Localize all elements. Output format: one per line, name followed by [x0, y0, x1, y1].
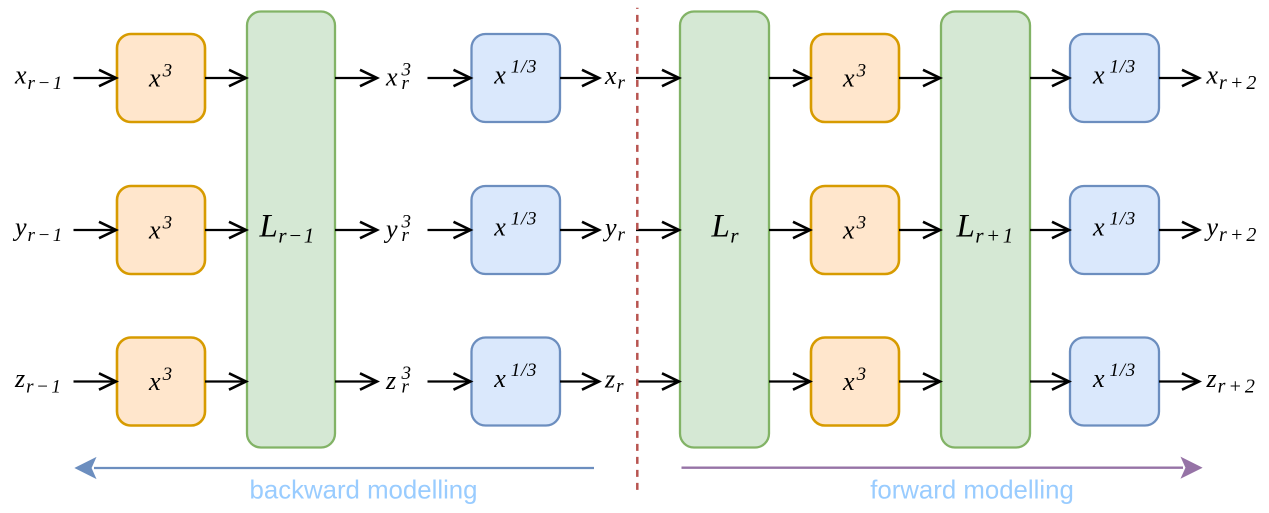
svg-text:Lr: Lr — [711, 209, 740, 248]
svg-text:zr−1: zr−1 — [14, 364, 63, 398]
svg-text:xr: xr — [604, 61, 626, 94]
svg-text:3: 3 — [162, 212, 173, 233]
svg-text:xr+2: xr+2 — [1206, 61, 1260, 95]
svg-text:x: x — [493, 60, 506, 89]
svg-text:y: y — [383, 215, 398, 244]
svg-text:x: x — [1092, 60, 1105, 89]
svg-text:backward modelling: backward modelling — [250, 477, 478, 505]
svg-text:x: x — [493, 364, 506, 393]
svg-text:x: x — [842, 367, 855, 396]
svg-text:z: z — [385, 366, 396, 395]
svg-text:r: r — [402, 225, 410, 246]
svg-text:x: x — [148, 216, 161, 245]
svg-text:1/3: 1/3 — [511, 57, 538, 78]
svg-text:3: 3 — [401, 363, 412, 384]
svg-text:Lr−1: Lr−1 — [259, 209, 316, 248]
svg-text:yr: yr — [602, 213, 626, 246]
svg-text:3: 3 — [401, 212, 412, 233]
svg-text:3: 3 — [856, 364, 867, 385]
svg-text:3: 3 — [162, 60, 173, 81]
svg-text:x: x — [1092, 212, 1105, 241]
svg-text:xr−1: xr−1 — [14, 61, 65, 95]
svg-text:Lr+1: Lr+1 — [956, 209, 1016, 248]
svg-text:1/3: 1/3 — [1110, 209, 1137, 230]
svg-text:3: 3 — [162, 364, 173, 385]
svg-text:x: x — [493, 212, 506, 241]
svg-text:3: 3 — [856, 60, 867, 81]
svg-text:zr: zr — [604, 365, 624, 398]
svg-text:3: 3 — [856, 212, 867, 233]
svg-text:yr−1: yr−1 — [12, 213, 65, 247]
svg-text:1/3: 1/3 — [1110, 57, 1137, 78]
svg-text:x: x — [842, 216, 855, 245]
svg-text:x: x — [148, 367, 161, 396]
svg-text:r: r — [402, 73, 410, 94]
svg-text:1/3: 1/3 — [511, 209, 538, 230]
svg-text:1/3: 1/3 — [1110, 360, 1137, 381]
svg-text:x: x — [842, 64, 855, 93]
svg-text:x: x — [148, 64, 161, 93]
svg-text:1/3: 1/3 — [511, 360, 538, 381]
svg-text:zr+2: zr+2 — [1206, 364, 1258, 398]
svg-text:forward modelling: forward modelling — [870, 477, 1074, 505]
svg-text:r: r — [402, 377, 410, 398]
svg-text:yr+2: yr+2 — [1204, 213, 1260, 247]
svg-text:x: x — [385, 63, 398, 92]
svg-text:3: 3 — [401, 60, 412, 81]
svg-text:x: x — [1092, 364, 1105, 393]
